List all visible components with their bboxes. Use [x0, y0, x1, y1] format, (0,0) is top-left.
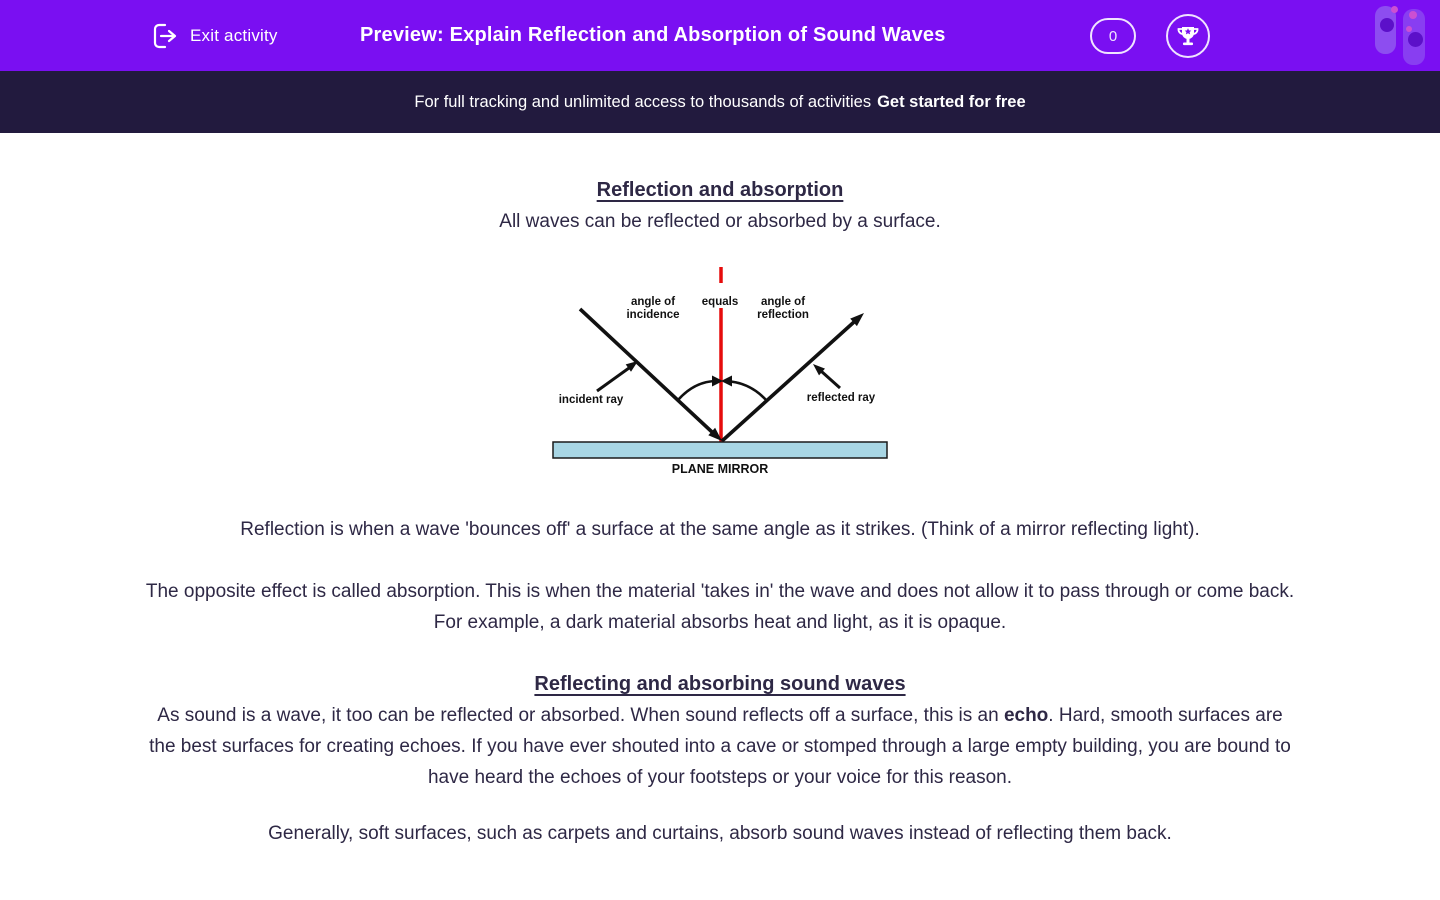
paragraph-partial-cutoff: Generally, soft surfaces, such as carpet… [268, 823, 1172, 844]
angle-arc-right-arrowhead [721, 375, 732, 387]
app-header: Exit activity Preview: Explain Reflectio… [0, 0, 1440, 71]
exit-activity-label: Exit activity [190, 25, 278, 45]
score-value: 0 [1108, 27, 1118, 45]
angle-of-reflection-label: angle of [761, 296, 805, 308]
upsell-banner: For full tracking and unlimited access t… [0, 71, 1440, 133]
exit-activity-button[interactable]: Exit activity [150, 0, 278, 71]
trophy-icon [1177, 27, 1199, 46]
paragraph-reflection: Reflection is when a wave 'bounces off' … [240, 519, 1200, 540]
bubble-decoration [1380, 18, 1394, 32]
paragraph-sound-part1: As sound is a wave, it too can be reflec… [157, 705, 1004, 726]
paragraph-sound-part2: . Hard, smooth surfaces are the best sur… [149, 705, 1291, 788]
exit-icon [153, 23, 177, 48]
reflected-pointer-arrowhead [813, 364, 825, 376]
incident-pointer-arrowhead [625, 361, 638, 372]
paragraph-sound-echo: As sound is a wave, it too can be reflec… [145, 700, 1295, 793]
angle-arc-left [677, 379, 718, 401]
paragraph-absorption: The opposite effect is called absorption… [145, 581, 1295, 633]
echo-bold-term: echo [1003, 705, 1049, 726]
section-heading-reflection-absorption: Reflection and absorption [596, 179, 844, 201]
bubble-decoration [1391, 6, 1398, 13]
plane-mirror-surface [552, 441, 888, 459]
achievements-button[interactable] [1166, 14, 1210, 58]
incident-pointer-line [596, 366, 630, 393]
plane-mirror-label: PLANE MIRROR [672, 462, 769, 476]
incident-ray-label: incident ray [559, 394, 624, 406]
banner-text: For full tracking and unlimited access t… [414, 92, 872, 111]
worksheet-content: Reflection and absorption All waves can … [0, 179, 1440, 849]
equals-label: equals [702, 296, 738, 308]
section-heading-sound-waves: Reflecting and absorbing sound waves [534, 673, 906, 695]
angle-of-reflection-label2: reflection [757, 309, 809, 321]
reflection-diagram: angle of incidence equals angle of refle… [550, 257, 890, 484]
bubble-decoration [1406, 26, 1412, 32]
bubble-decoration [1409, 11, 1417, 19]
reflected-ray-line [720, 320, 856, 443]
reflected-pointer-line [819, 369, 842, 390]
angle-of-incidence-label2: incidence [626, 309, 679, 321]
reflected-ray-arrowhead [850, 313, 864, 327]
incident-ray-line [578, 307, 714, 434]
reflected-ray-label: reflected ray [807, 392, 876, 404]
angle-of-incidence-label: angle of [631, 296, 675, 308]
bubble-decoration [1408, 32, 1423, 47]
angle-arc-left-arrowhead [712, 375, 723, 387]
page-title: Preview: Explain Reflection and Absorpti… [360, 24, 946, 46]
test-tubes-decoration [1373, 0, 1428, 71]
score-counter[interactable]: 0 [1090, 18, 1136, 54]
incident-ray-arrowhead [708, 427, 722, 441]
get-started-link[interactable]: Get started for free [877, 92, 1026, 111]
intro-text: All waves can be reflected or absorbed b… [499, 211, 941, 232]
